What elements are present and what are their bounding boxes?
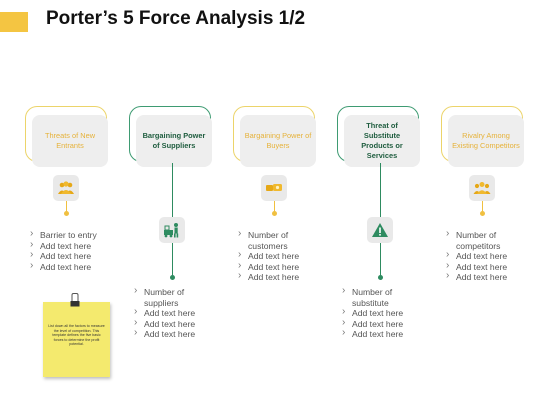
list-item: Add text here — [134, 328, 204, 340]
force-item-list: Number of customers Add text here Add te… — [238, 229, 310, 283]
force-card: Bargaining Power of Suppliers — [129, 106, 212, 167]
list-item: Add text here — [30, 250, 97, 262]
force-card: Bargaining Power of Buyers — [233, 106, 316, 167]
sticky-note: List down all the factors to measure the… — [43, 302, 110, 377]
connector-dot — [64, 211, 69, 216]
connector-dot — [170, 275, 175, 280]
sticky-note-text: List down all the factors to measure the… — [48, 324, 105, 346]
list-item: Add text here — [30, 240, 97, 252]
force-label: Rivalry Among Existing Competitors — [448, 115, 524, 167]
force-item-list: Number of competitors Add text here Add … — [446, 229, 520, 283]
list-item: Add text here — [446, 250, 520, 262]
warning-icon — [367, 217, 393, 243]
force-label: Bargaining Power of Buyers — [240, 115, 316, 167]
connector-dot — [378, 275, 383, 280]
list-item: Add text here — [342, 328, 414, 340]
force-item-list: Number of suppliers Add text here Add te… — [134, 286, 204, 340]
connector-line — [482, 201, 483, 212]
connector-line — [172, 243, 173, 276]
list-item: Add text here — [30, 261, 97, 273]
list-item: Add text here — [446, 261, 520, 273]
competitors-group-icon — [469, 175, 495, 201]
list-item: Barrier to entry — [30, 229, 97, 241]
force-card: Threat of Substitute Products or Service… — [337, 106, 420, 167]
force-item-list: Barrier to entry Add text here Add text … — [30, 229, 97, 273]
supplier-delivery-icon — [159, 217, 185, 243]
list-item: Number of suppliers — [134, 286, 204, 308]
page-title: Porter’s 5 Force Analysis 1/2 — [46, 8, 306, 29]
connector-line — [380, 243, 381, 276]
list-item: Number of competitors — [446, 229, 520, 251]
connector-line — [274, 201, 275, 212]
list-item: Add text here — [342, 318, 414, 330]
force-card: Threats of New Entrants — [25, 106, 108, 167]
connector-dot — [480, 211, 485, 216]
binder-clip-icon — [70, 293, 80, 307]
list-item: Add text here — [134, 318, 204, 330]
force-label: Threat of Substitute Products or Service… — [344, 115, 420, 167]
connector-dot — [272, 211, 277, 216]
force-label: Bargaining Power of Suppliers — [136, 115, 212, 167]
title-accent-bar — [0, 12, 28, 32]
money-hand-icon — [261, 175, 287, 201]
force-item-list: Number of substitute Add text here Add t… — [342, 286, 414, 340]
list-item: Add text here — [134, 307, 204, 319]
force-label: Threats of New Entrants — [32, 115, 108, 167]
connector-line — [172, 163, 173, 217]
connector-line — [66, 201, 67, 212]
list-item: Add text here — [342, 307, 414, 319]
list-item: Add text here — [238, 261, 310, 273]
list-item: Add text here — [446, 271, 520, 283]
list-item: Add text here — [238, 271, 310, 283]
connector-line — [380, 163, 381, 217]
force-card: Rivalry Among Existing Competitors — [441, 106, 524, 167]
people-group-icon — [53, 175, 79, 201]
list-item: Add text here — [238, 250, 310, 262]
list-item: Number of substitute — [342, 286, 414, 308]
list-item: Number of customers — [238, 229, 310, 251]
